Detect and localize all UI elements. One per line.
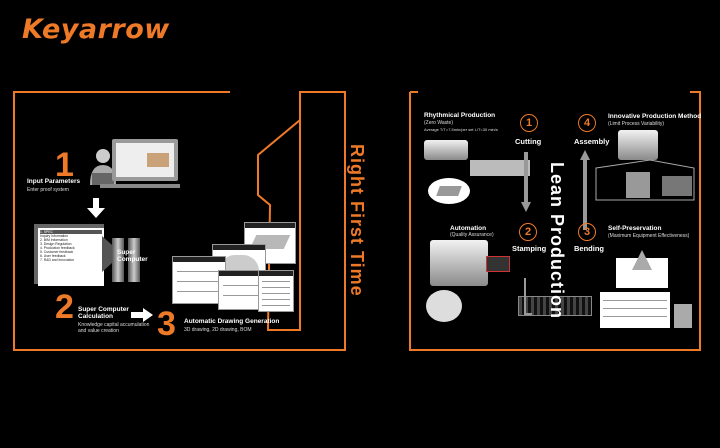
process-bending-label: Bending [574,244,604,253]
doc-line: 3. Design Regulation [40,242,72,246]
doc-line: 6. User feedback [40,254,66,258]
stamping-press-icon [430,240,488,286]
bending-machine-icon [616,250,668,288]
lean-item1-extra: Average T/T=7.5min/per set L/T=30 min/s [424,127,498,132]
flow-arrow-icon [524,278,532,315]
conveyor-icon [518,296,592,316]
flow-up-arrow-icon [580,150,590,230]
person-at-computer-icon [90,149,116,185]
doc-line: 1. SPEC [40,230,102,234]
maintenance-chart-icon [600,292,670,328]
server-tower-icon [112,238,124,282]
lean-item3-number: 3 [578,223,596,241]
step2-title: Super Computer Calculation [78,306,129,320]
lean-item2-title: Automation [450,225,487,232]
step1-title: Input Parameters [27,178,81,185]
lean-production-title: Lean Production [547,162,567,320]
server-tower-icon [128,238,140,282]
assembly-robot-icon [618,130,658,160]
down-arrow-icon [87,198,105,218]
lean-item4-title: Innovative Production Method [608,113,702,120]
step3-title: Automatic Drawing Generation [184,318,280,325]
step3-subtitle: 3D drawing, 2D drawing, BOM [184,327,252,333]
keyboard-icon [100,184,180,188]
lean-item4-subtitle: (Limit Process Variability) [608,121,665,127]
lean-item2-subtitle: (Quality Assurance) [450,232,494,238]
process-cutting-label: Cutting [515,137,542,146]
lean-item4-number: 4 [578,114,596,132]
cutting-machine-icon [424,140,468,160]
bent-part-icon [674,304,692,328]
cutting-table-icon [470,160,530,176]
step2-subtitle: Knowledge capital accumulation and value… [78,322,150,334]
doc-line: 5. Customer feedback [40,250,74,254]
control-panel-icon [486,256,510,272]
super-computer-label: Super Computer [117,249,148,263]
sheet-metal-icon [428,178,470,204]
lean-item1-title: Rhythmical Production [424,112,496,119]
assembly-line-icon [595,159,695,201]
right-first-time-title: Right First Time [347,144,367,297]
drawing-sheet-detail [218,270,264,310]
parameter-document: 1. SPEC Inquiry Information 2. BIM Infor… [38,228,104,286]
lean-item3-subtitle: (Maximum Equipment Effectiveness) [608,233,690,239]
step1-number: 1 [55,146,74,184]
flow-down-arrow-icon [521,152,531,212]
lean-item2-number: 2 [519,223,537,241]
lean-item3-title: Self-Preservation [608,225,662,232]
drawing-sheet-2d [172,256,226,304]
doc-line: Inquiry Information [40,234,69,238]
lean-item1-subtitle: (Zero Waste) [424,120,453,126]
right-arrow-icon [131,308,153,322]
doc-line: 4. Production feedback [40,246,75,250]
step2-number: 2 [55,288,74,326]
brand-logo: Keyarrow [22,14,170,45]
lean-item1-number: 1 [520,114,538,132]
doc-line: 7. R&D and Innovation [40,258,75,262]
step1-subtitle: Enter proof system [27,187,69,193]
step3-number: 3 [157,305,176,343]
monitor-icon [112,139,178,181]
bom-sheet [258,270,294,312]
stamped-part-icon [426,290,462,322]
doc-line: 2. BIM Information [40,238,68,242]
process-assembly-label: Assembly [574,137,610,146]
process-stamping-label: Stamping [512,244,547,253]
